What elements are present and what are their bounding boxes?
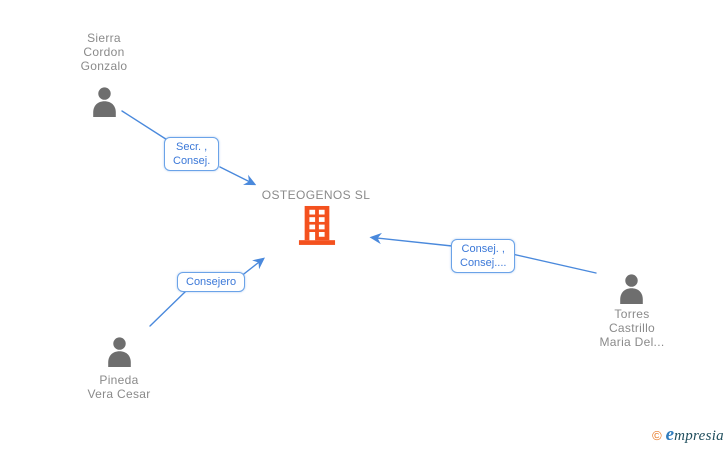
edge-line-pineda-to-label (149, 290, 187, 327)
edge-line-label-to-company-top (219, 166, 257, 186)
company-node[interactable] (298, 204, 336, 245)
company-name: OSTEOGENOS SL (261, 188, 371, 202)
brand-initial: e (665, 424, 675, 445)
person-icon (108, 337, 131, 367)
edge-label-pineda: Consejero (177, 272, 246, 292)
person-name-sierra: Sierra Cordon Gonzalo (80, 31, 128, 73)
person-node-pineda[interactable] (103, 336, 136, 369)
edge-line-label-to-company-right (369, 232, 453, 247)
person-node-sierra[interactable] (88, 86, 121, 119)
brand-rest: mpresia (674, 428, 724, 444)
edge-line-torres-to-label (511, 253, 597, 274)
edge-label-sierra: Secr. , Consej. (164, 137, 220, 171)
person-name-pineda: Pineda Vera Cesar (87, 373, 151, 401)
person-icon (620, 274, 643, 304)
person-icon (93, 87, 116, 117)
copyright-icon: © (652, 428, 662, 443)
brand-wordmark: empresia (666, 424, 724, 446)
person-name-torres: Torres Castrillo Maria Del... (599, 307, 665, 349)
edge-label-torres: Consej. , Consej.... (451, 239, 516, 273)
person-node-torres[interactable] (615, 273, 648, 306)
empresia-logo[interactable]: © empresia (652, 424, 724, 446)
building-icon (298, 205, 336, 245)
